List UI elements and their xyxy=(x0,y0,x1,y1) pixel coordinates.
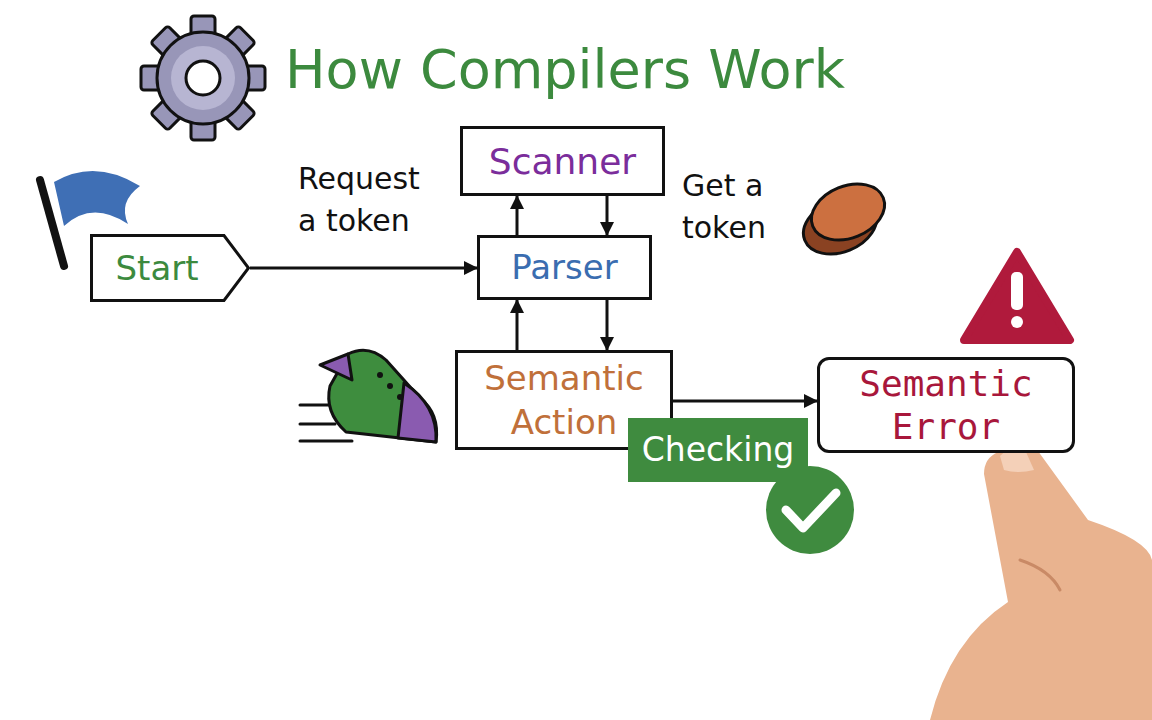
flow-arrow xyxy=(516,196,519,235)
flow-arrow xyxy=(516,300,519,350)
status-badge: Checking xyxy=(628,418,808,482)
gear-icon xyxy=(141,16,265,140)
flow-arrow xyxy=(606,300,609,350)
flow-arrow xyxy=(673,400,817,403)
shoe-icon xyxy=(300,350,437,442)
node-text: Start xyxy=(115,247,198,290)
scanner-box: Scanner xyxy=(460,126,665,196)
node-text: Checking xyxy=(642,429,795,470)
node-text: Semantic Error xyxy=(828,362,1064,448)
hand-illustration xyxy=(930,438,1152,720)
error-box: Semantic Error xyxy=(817,357,1075,453)
node-text: Parser xyxy=(511,246,617,289)
title-block: How Compilers Work xyxy=(285,38,845,101)
note-label: Request a token xyxy=(298,158,440,242)
warning-icon xyxy=(964,252,1070,340)
coin-icon xyxy=(795,174,893,265)
flow-arrow xyxy=(250,267,477,270)
title: How Compilers Work xyxy=(285,38,845,101)
flow-arrow xyxy=(606,196,609,235)
annotation-text: Request a token xyxy=(298,158,440,242)
parser-box: Parser xyxy=(477,235,652,300)
note-label: Get a token xyxy=(682,165,807,249)
node-text: Scanner xyxy=(489,139,636,184)
start-arrow-box: Start xyxy=(90,234,250,302)
annotation-text: Get a token xyxy=(682,165,807,249)
